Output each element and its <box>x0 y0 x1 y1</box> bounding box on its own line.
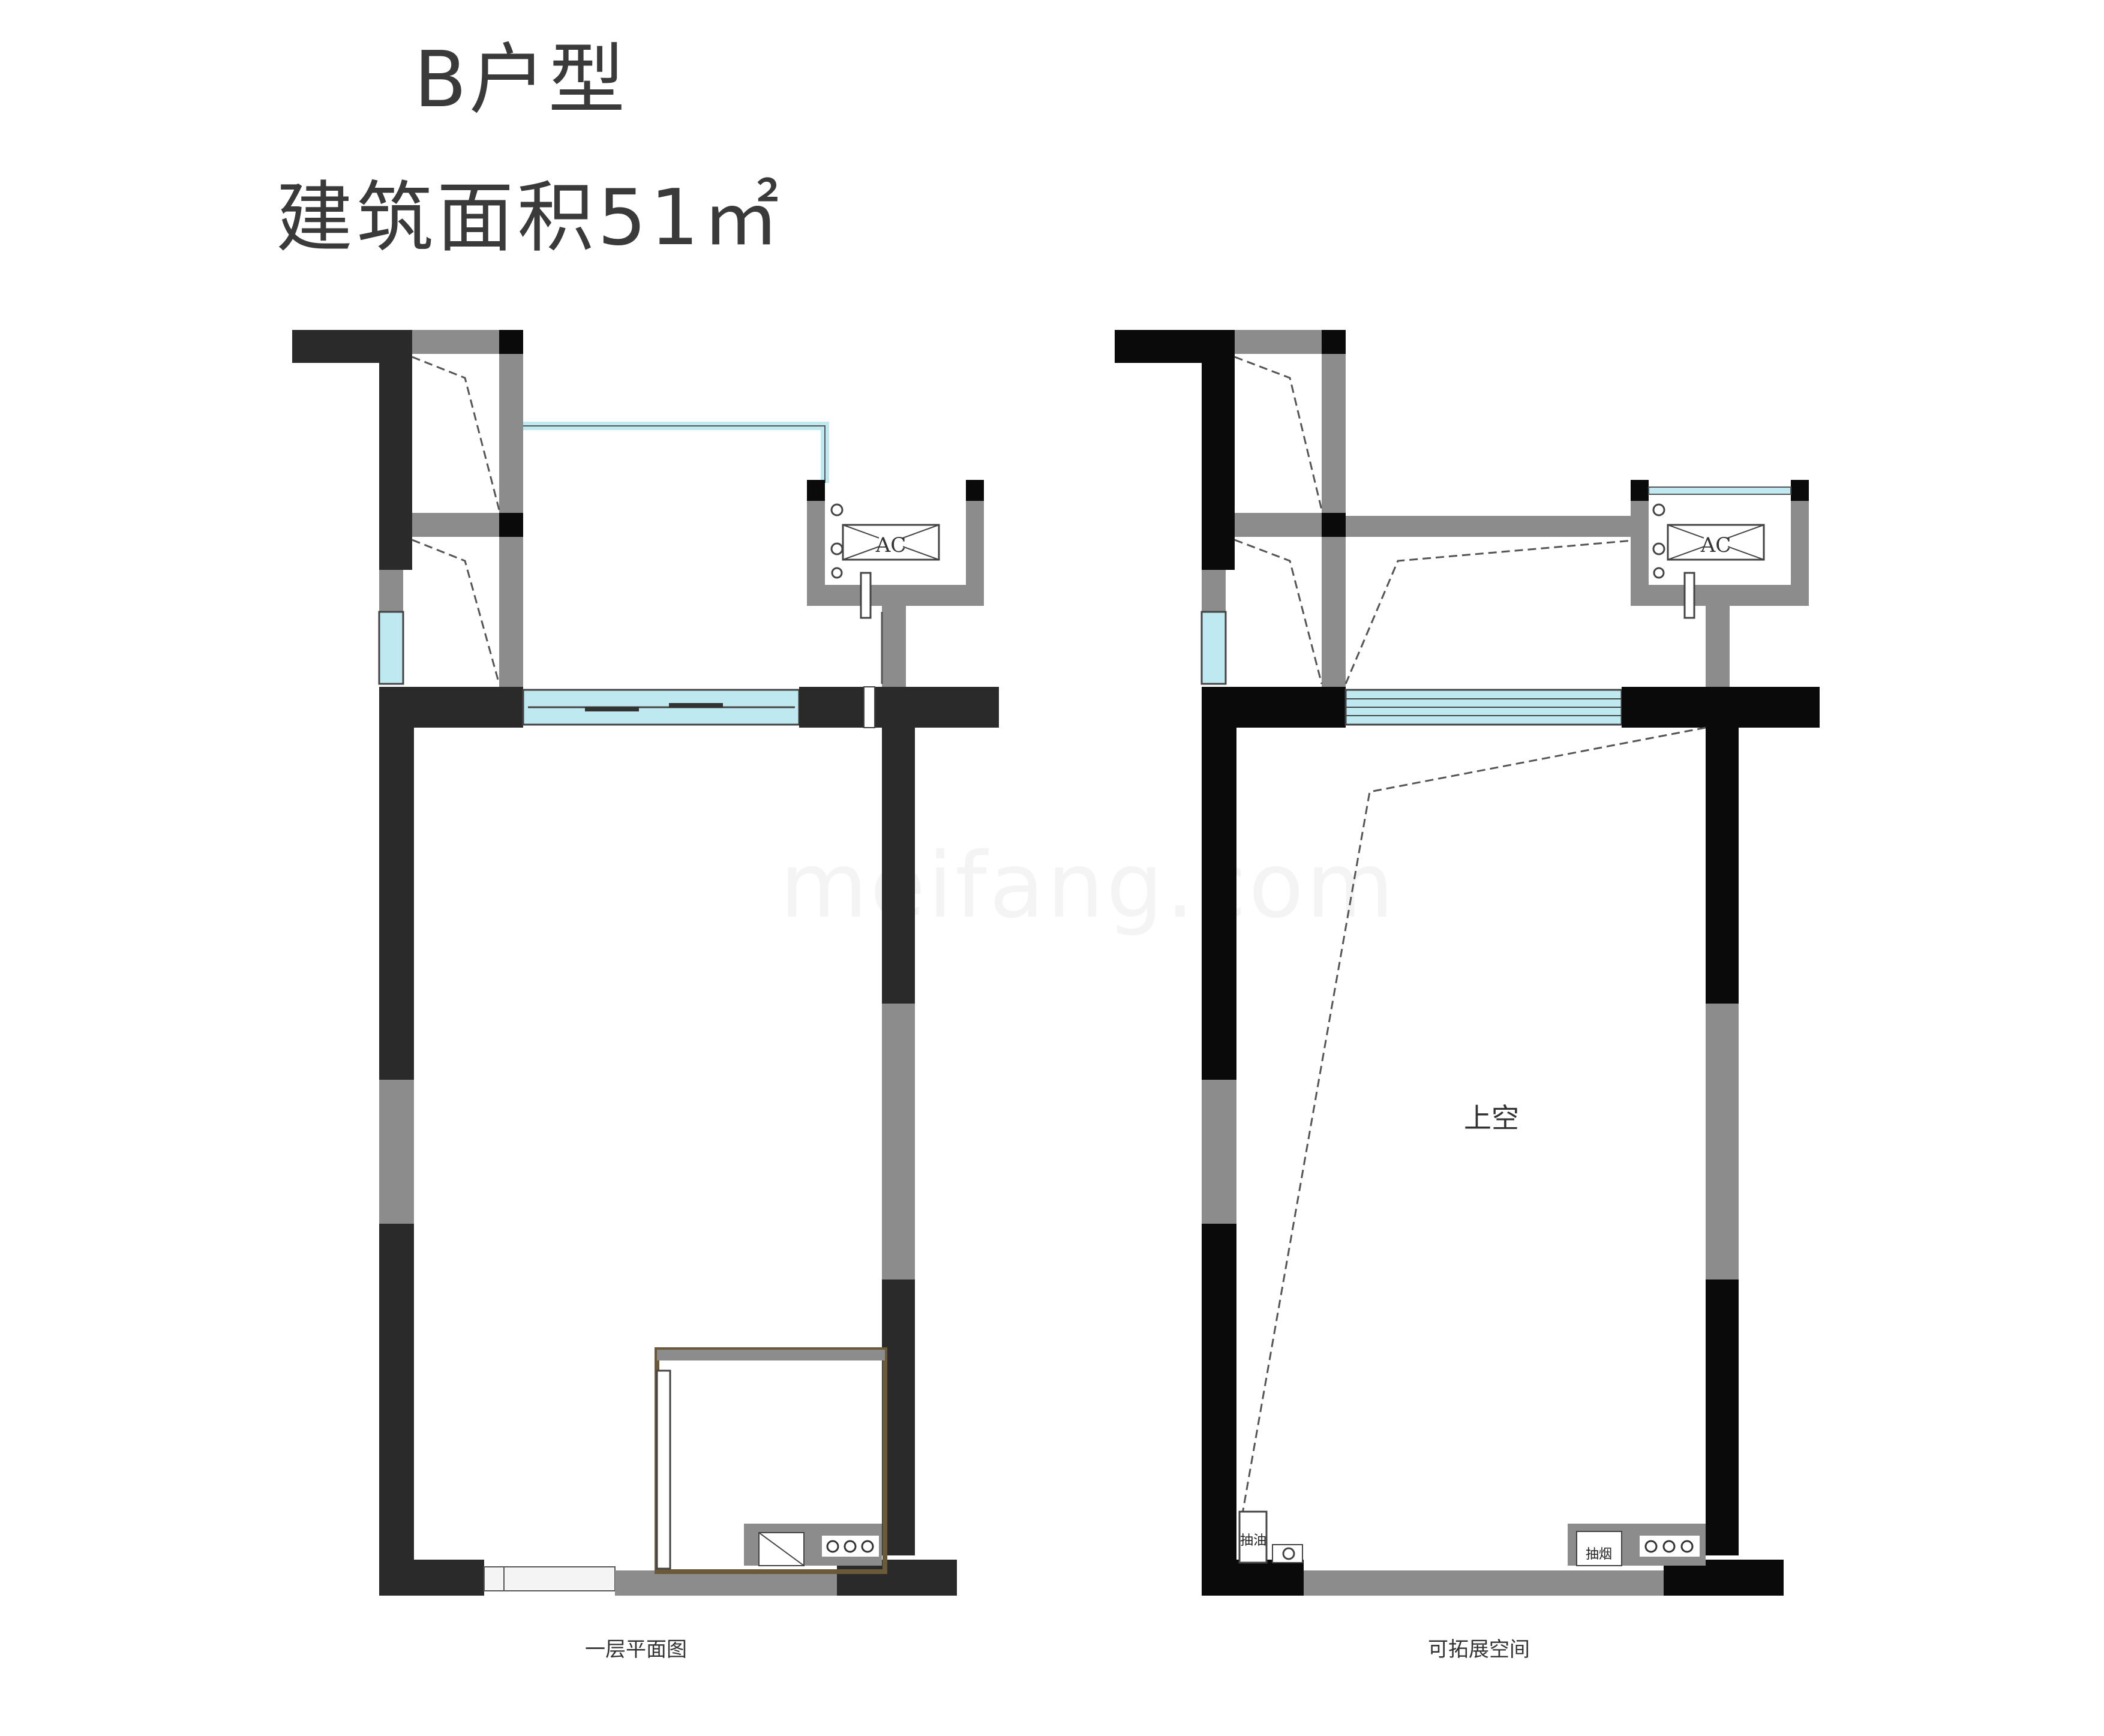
wall <box>1791 480 1809 501</box>
balcony-glass <box>1648 486 1791 495</box>
wall <box>1322 330 1346 354</box>
void-label: 上空 <box>1464 1102 1519 1134</box>
balcony-railing <box>523 422 829 483</box>
wall <box>1706 728 1739 1004</box>
wall <box>379 728 414 1080</box>
wall <box>379 570 403 612</box>
extension-plan: AC 上空 抽油 抽烟 <box>1115 330 1820 1596</box>
wall <box>379 330 412 570</box>
entry-door <box>484 1566 616 1591</box>
burner-icon <box>844 1540 857 1553</box>
drain-icon <box>1282 1547 1295 1560</box>
wall <box>882 1280 915 1555</box>
plan-caption-extension: 可拓展空间 <box>1428 1638 1530 1662</box>
pipe-icon <box>830 503 844 516</box>
burner-icon <box>1680 1540 1694 1553</box>
wall <box>1202 1224 1236 1596</box>
burner-icon <box>1644 1540 1658 1553</box>
appliance <box>1238 1510 1268 1564</box>
door-swing <box>412 539 500 684</box>
unit-type-title: B户型 <box>414 35 628 125</box>
ground-floor-plan: AC <box>292 330 999 1596</box>
wall <box>863 686 875 728</box>
wall <box>379 687 523 728</box>
appliance-label: 抽油 <box>1240 1533 1266 1548</box>
wall <box>1202 1560 1304 1596</box>
wall <box>499 513 523 537</box>
wall <box>966 480 984 501</box>
wall <box>882 1004 915 1280</box>
burner-icon <box>861 1540 874 1553</box>
wall <box>1235 513 1322 537</box>
wall <box>1631 585 1809 606</box>
wall <box>1322 513 1346 537</box>
bathroom-wall <box>657 1350 885 1360</box>
wall <box>882 728 915 1004</box>
wall <box>1202 728 1236 1080</box>
building-area-label: 建筑面积51㎡ <box>276 173 783 263</box>
bathroom-wall <box>656 1369 671 1570</box>
wall <box>1202 570 1226 612</box>
burner-icon <box>826 1540 839 1553</box>
wall <box>807 585 984 606</box>
stair-line <box>1344 539 1640 684</box>
void-outline <box>1239 726 1706 1524</box>
burner-icon <box>1662 1540 1676 1553</box>
pipe-icon <box>1652 542 1665 555</box>
wall <box>1202 330 1235 570</box>
wall <box>1304 1570 1664 1596</box>
appliance-label: 抽烟 <box>1586 1547 1612 1562</box>
ac-label: AC <box>1700 533 1731 557</box>
wall <box>807 480 825 501</box>
ac-label: AC <box>875 533 907 557</box>
wall <box>1706 1004 1739 1280</box>
wall <box>1706 606 1730 690</box>
door-swing <box>1234 356 1323 510</box>
pipe-icon <box>830 542 844 555</box>
wall <box>379 1560 484 1596</box>
wall <box>1631 480 1649 501</box>
wall <box>882 606 906 690</box>
plan-caption-ground-floor: 一层平面图 <box>585 1638 687 1662</box>
pipe-icon <box>1653 567 1665 579</box>
door-swing <box>1234 539 1323 684</box>
window <box>1200 611 1227 685</box>
balcony-railing <box>523 425 826 483</box>
wall <box>379 1224 414 1596</box>
door-swing <box>412 356 500 510</box>
pipe-icon <box>1652 503 1665 516</box>
wall <box>499 330 523 354</box>
wall <box>412 513 499 537</box>
pipe-icon <box>831 567 843 579</box>
wall <box>615 1570 837 1596</box>
wall <box>1622 687 1820 728</box>
appliance <box>1576 1531 1622 1566</box>
wall <box>1202 687 1346 728</box>
window <box>378 611 404 685</box>
wall <box>1346 516 1640 537</box>
wall <box>1706 1280 1739 1555</box>
wall <box>379 1080 414 1224</box>
wall <box>1202 1080 1236 1224</box>
wall <box>799 687 999 728</box>
